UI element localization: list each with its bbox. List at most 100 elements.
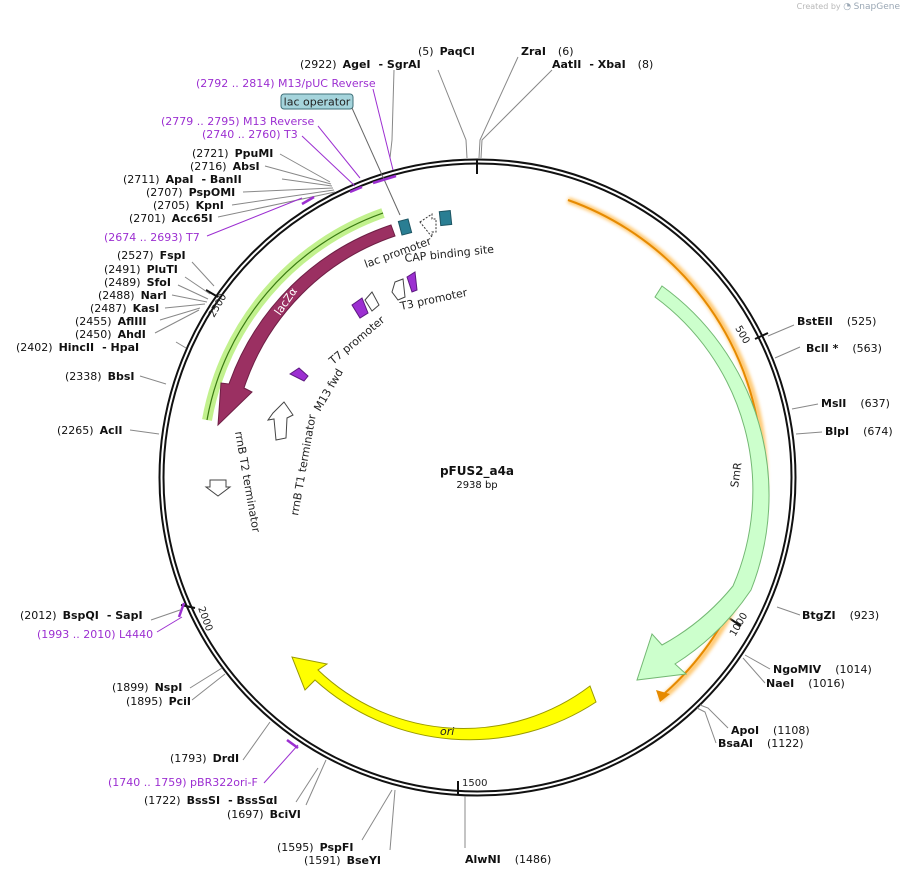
site-btgzi[interactable]: BtgZI(923)	[802, 609, 879, 622]
site-bsaai[interactable]: BsaAI(1122)	[718, 737, 804, 750]
ori-arrow	[291, 656, 597, 741]
primer-mark-m13puc	[372, 174, 397, 185]
lac-operator-box	[280, 93, 354, 110]
site-ngomiv[interactable]: NgoMIV(1014)	[773, 663, 872, 676]
leader-msli	[791, 403, 819, 410]
site-afliii[interactable]: (2455)AflIII	[75, 315, 147, 328]
leader-fspi	[191, 261, 215, 287]
primer-mark-t7	[301, 195, 315, 206]
primer-leader-m13puc	[372, 88, 394, 171]
site-acli[interactable]: (2265)AclI	[57, 424, 122, 437]
site-pluti[interactable]: (2491)PluTI	[104, 263, 178, 276]
site-blpi[interactable]: BlpI(674)	[825, 425, 893, 438]
t7-promoter-label: T7 promoter	[326, 313, 388, 368]
site-paqci[interactable]: (5)PaqCI	[418, 45, 475, 58]
credit-text: Created by	[796, 2, 841, 11]
site-apai-banii[interactable]: (2711)ApaI- BanII	[123, 173, 242, 186]
site-nari[interactable]: (2488)NarI	[98, 289, 167, 302]
site-acc65i[interactable]: (2701)Acc65I	[129, 212, 213, 225]
leader-bsteii	[767, 324, 795, 337]
leader-nspi	[189, 667, 223, 689]
primer-t3[interactable]: (2740 .. 2760) T3	[202, 128, 298, 141]
primer-t7[interactable]: (2674 .. 2693) T7	[104, 231, 200, 244]
primer-m13puc-reverse[interactable]: (2792 .. 2814) M13/pUC Reverse	[196, 77, 376, 90]
lac-operator-leader	[351, 107, 401, 216]
primer-pbr322ori-f[interactable]: (1740 .. 1759) pBR322ori-F	[108, 776, 258, 789]
leader-bbsi	[139, 375, 167, 385]
site-alwni[interactable]: AlwNI(1486)	[465, 853, 551, 866]
t7-promoter-arrow	[364, 291, 380, 312]
leader-btgzi	[776, 606, 801, 616]
primer-mark-l4440	[177, 602, 186, 618]
leader-paqci	[437, 69, 468, 159]
tick-500	[754, 332, 769, 340]
leader-bseyi	[389, 789, 396, 851]
site-msli[interactable]: MslI(637)	[821, 397, 890, 410]
site-ppumi[interactable]: (2721)PpuMI	[192, 147, 273, 160]
rrnb-t2-label: rrnB T2 terminator	[232, 430, 263, 534]
site-bcli[interactable]: BclI *(563)	[806, 342, 882, 355]
site-drdi[interactable]: (1793)DrdI	[170, 752, 239, 765]
leader-bspqi	[150, 609, 181, 621]
tick-1000	[728, 617, 742, 627]
plasmid-name: pFUS2_a4a	[440, 464, 514, 479]
leader-drdi	[242, 721, 271, 761]
primer-leader-l4440	[156, 616, 183, 633]
site-bsssi[interactable]: (1722)BssSI- BssSαI	[144, 794, 278, 807]
smr-label: SmR	[728, 461, 744, 488]
leader-kpni	[231, 189, 335, 206]
site-bspqi-sapi[interactable]: (2012)BspQI- SapI	[20, 609, 143, 622]
leader-bcivi	[305, 759, 327, 806]
backbone-outer-ring	[158, 158, 797, 797]
snapgene-logo-icon: ◔	[843, 2, 852, 12]
site-zrai[interactable]: ZraI(6)	[521, 45, 574, 58]
site-bsteii[interactable]: BstEII(525)	[797, 315, 876, 328]
primer-m13-reverse[interactable]: (2779 .. 2795) M13 Reverse	[161, 115, 314, 128]
site-bbsi[interactable]: (2338)BbsI	[65, 370, 134, 383]
lacz-feature[interactable]: lacZα	[202, 208, 396, 427]
site-bcivi[interactable]: (1697)BciVI	[227, 808, 301, 821]
cap-site-block	[438, 209, 453, 227]
site-leaders	[129, 56, 823, 851]
site-kasi[interactable]: (2487)KasI	[90, 302, 159, 315]
site-nspi[interactable]: (1899)NspI	[112, 681, 182, 694]
site-pspfi[interactable]: (1595)PspFI	[277, 841, 353, 854]
t3-promoter-label: T3 promoter	[398, 286, 469, 313]
site-agei-sgrai[interactable]: (2922)AgeI- SgrAI	[300, 58, 421, 71]
rrnb-t1-arrow	[266, 401, 294, 441]
site-ahdi[interactable]: (2450)AhdI	[75, 328, 146, 341]
site-pspomi[interactable]: (2707)PspOMI	[146, 186, 235, 199]
site-bseyi[interactable]: (1591)BseYI	[304, 854, 381, 867]
tick-label-1500: 1500	[462, 778, 487, 789]
t3-promoter-arrow	[391, 278, 406, 301]
primer-l4440[interactable]: (1993 .. 2010) L4440	[37, 628, 153, 641]
ori-label: ori	[440, 725, 454, 738]
snapgene-credit: Created by ◔ SnapGene	[797, 2, 900, 12]
lac-promoter-arrow	[419, 213, 437, 239]
tick-2500	[205, 289, 219, 298]
primer-leader-m13rev	[317, 125, 361, 179]
leader-pspfi	[361, 789, 393, 841]
site-pcii[interactable]: (1895)PciI	[126, 695, 191, 708]
leader-zrai	[478, 56, 519, 159]
lac-operator-block	[397, 218, 413, 236]
site-hincii-hpai[interactable]: (2402)HincII- HpaI	[16, 341, 139, 354]
site-aatii-xbai[interactable]: AatII- XbaI(8)	[552, 58, 653, 71]
leader-acc65i	[217, 191, 336, 218]
leader-nari	[171, 294, 208, 303]
plasmid-size: 2938 bp	[456, 480, 497, 491]
site-sfoi[interactable]: (2489)SfoI	[104, 276, 171, 289]
site-kpni[interactable]: (2705)KpnI	[153, 199, 224, 212]
leader-hincii	[175, 341, 187, 349]
site-absi[interactable]: (2716)AbsI	[190, 160, 260, 173]
site-naei[interactable]: NaeI(1016)	[766, 677, 845, 690]
brand-name: SnapGene	[853, 2, 900, 12]
leader-ppumi	[279, 153, 331, 183]
ori-feature[interactable]: ori	[291, 656, 597, 741]
site-fspi[interactable]: (2527)FspI	[117, 249, 186, 262]
smr-feature[interactable]: SmR	[636, 285, 770, 681]
site-apoi[interactable]: ApoI(1108)	[731, 724, 810, 737]
orange-line	[567, 199, 764, 694]
primer-mark-t3	[349, 185, 363, 194]
leader-afliii	[159, 307, 201, 321]
